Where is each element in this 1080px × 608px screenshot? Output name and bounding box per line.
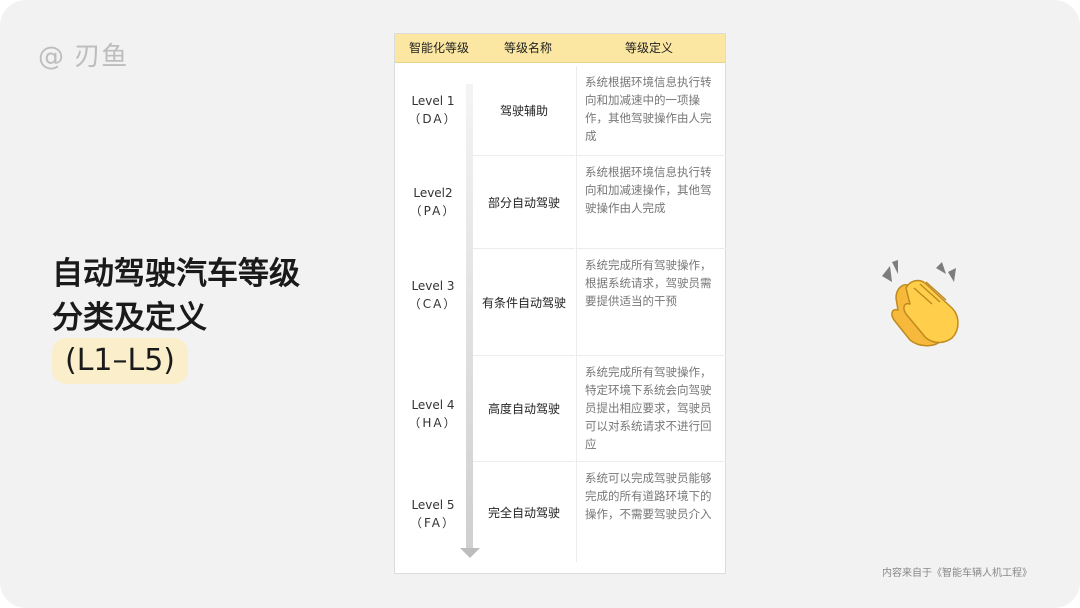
level-name: 完全自动驾驶 [487,505,560,520]
progression-arrow-icon [460,548,480,558]
level-definition: 系统完成所有驾驶操作，特定环境下系统会向驾驶员提出相应要求，驾驶员可以对系统请求… [576,356,726,462]
header-name: 等级名称 [503,41,552,55]
headline-line-1: 自动驾驶汽车等级 [52,256,300,292]
clapping-hands-icon [882,260,959,347]
level-range-tag: (L1–L5) [52,338,189,384]
headline-line-2: 分类及定义 [52,300,207,336]
level-label: Level2 [413,186,453,200]
level-table: 智能化等级 等级名称 等级定义 Level 1 （DA） 驾驶辅助 系统根据环境… [394,33,726,574]
source-note: 内容来自于《智能车辆人机工程》 [882,568,1032,579]
level-definition: 系统根据环境信息执行转向和加减速中的一项操作，其他驾驶操作由人完成 [576,66,726,156]
headline: 自动驾驶汽车等级 分类及定义 [52,252,300,340]
level-code: （FA） [409,516,456,530]
level-code: （HA） [408,416,458,430]
level-definition: 系统可以完成驾驶员能够完成的所有道路环境下的操作，不需要驾驶员介入 [576,462,726,562]
level-cell: Level2 （PA） [395,184,471,220]
table-row: Level 1 （DA） 驾驶辅助 系统根据环境信息执行转向和加减速中的一项操作… [395,66,726,156]
header-definition: 等级定义 [624,41,673,55]
level-code: （CA） [408,297,458,311]
level-name: 部分自动驾驶 [473,156,575,249]
level-cell: Level 1 （DA） [395,92,471,128]
level-definition: 系统完成所有驾驶操作，根据系统请求，驾驶员需要提供适当的干预 [576,249,726,356]
level-name: 驾驶辅助 [473,66,575,156]
level-code: （PA） [409,204,457,218]
level-label: Level 4 [411,398,455,412]
header-level: 智能化等级 [408,41,469,55]
table-row: Level 3 （CA） 有条件自动驾驶 系统完成所有驾驶操作，根据系统请求，驾… [395,249,726,356]
table-header: 智能化等级 等级名称 等级定义 [395,34,725,63]
level-label: Level 3 [411,279,455,293]
level-cell: Level 4 （HA） [395,396,471,432]
level-name: 高度自动驾驶 [473,356,575,462]
level-code: （DA） [408,112,458,126]
level-label: Level 5 [411,498,455,512]
table-row: Level2 （PA） 部分自动驾驶 系统根据环境信息执行转向和加减速操作，其他… [395,156,726,249]
watermark: @ 刃鱼 [38,42,129,72]
level-cell: Level 5 （FA） [395,496,471,532]
table-row: Level 4 （HA） 高度自动驾驶 系统完成所有驾驶操作，特定环境下系统会向… [395,356,726,462]
progression-arrow-shaft [466,84,473,548]
table-row: Level 5 （FA） 完全自动驾驶 系统可以完成驾驶员能够完成的所有道路环境… [395,462,725,562]
level-label: Level 1 [411,94,455,108]
level-definition: 系统根据环境信息执行转向和加减速操作，其他驾驶操作由人完成 [576,156,726,249]
level-name: 有条件自动驾驶 [473,249,575,356]
level-cell: Level 3 （CA） [395,277,471,313]
